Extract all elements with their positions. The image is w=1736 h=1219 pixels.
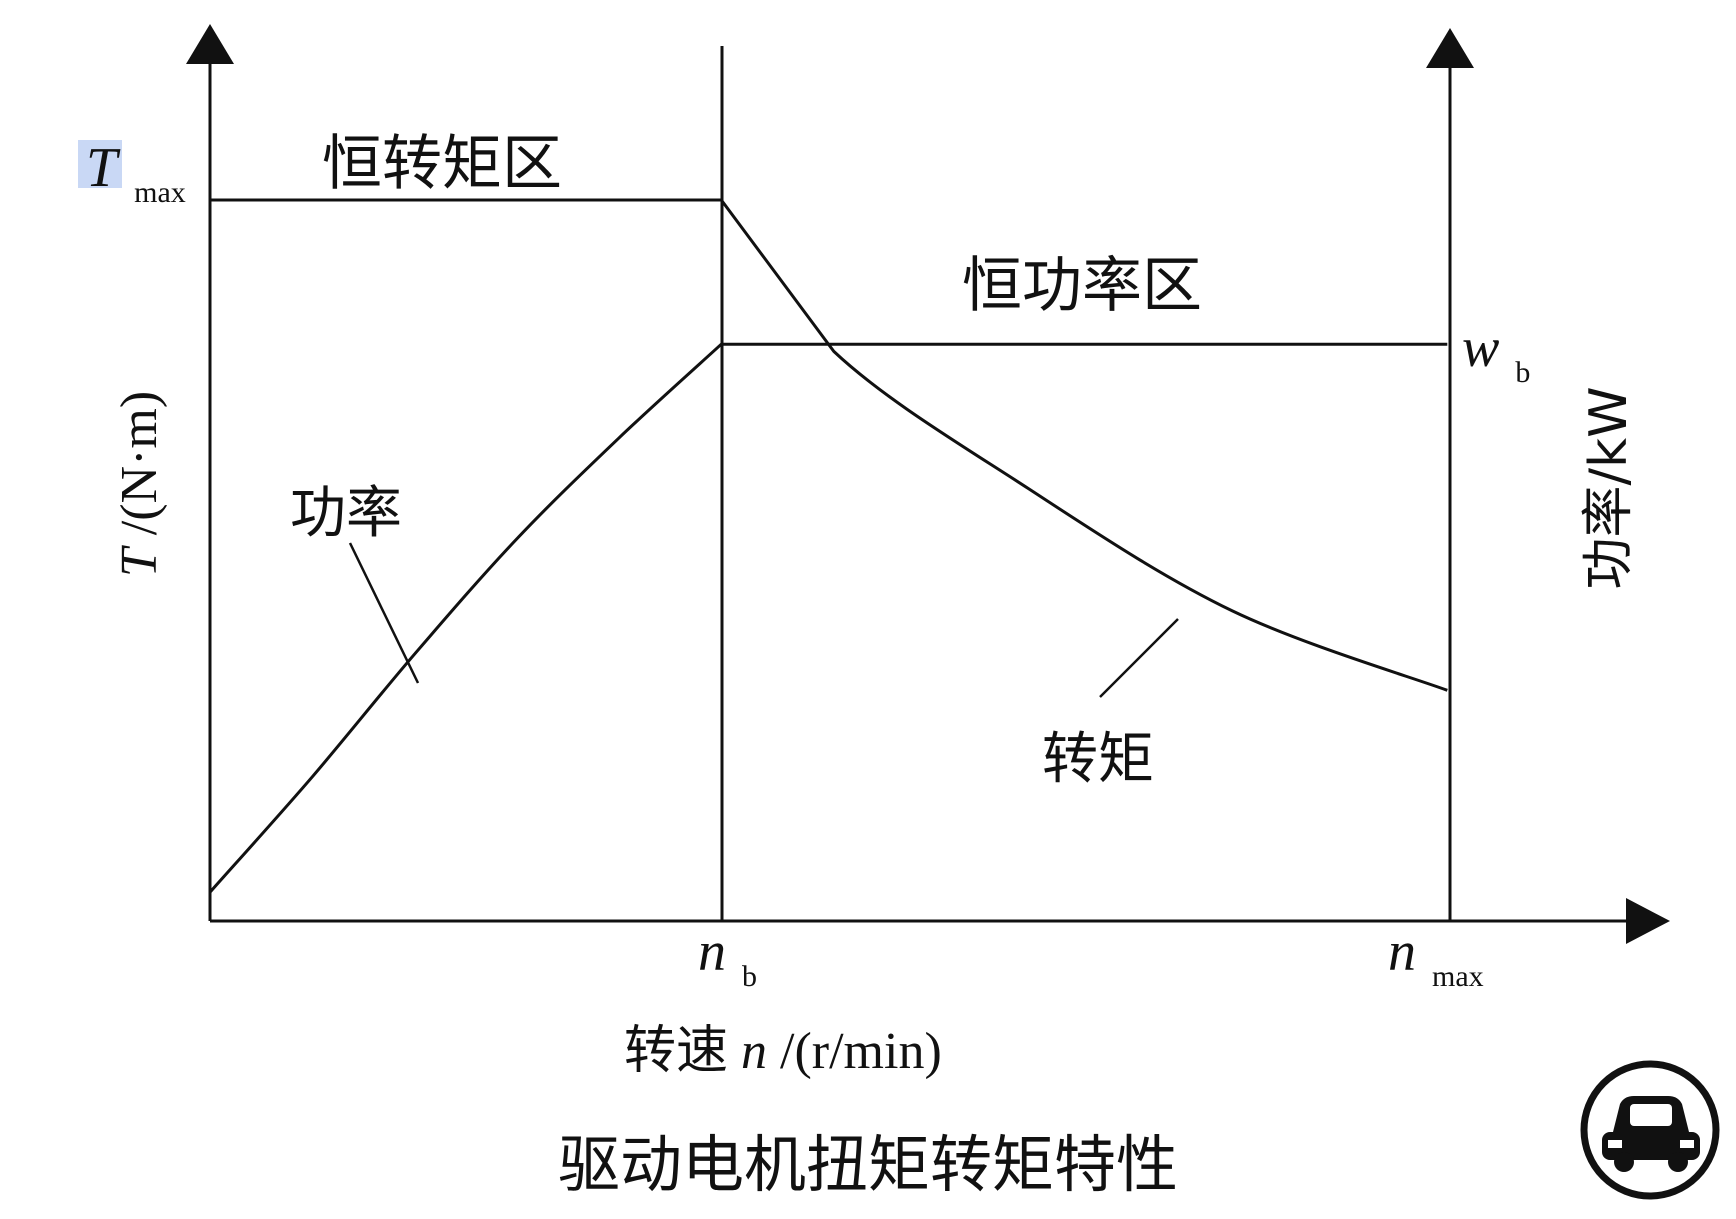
torque-leader-line: [1099, 618, 1179, 698]
power-curve: [208, 342, 1448, 894]
torque-curve-label: 转矩: [1042, 727, 1154, 792]
y-tick-wb: w b: [1462, 317, 1530, 389]
tmax-highlight: [78, 140, 122, 188]
car-icon: [1580, 1060, 1720, 1200]
x-axis-label: 转速 n /(r/min): [624, 1021, 942, 1081]
region-label-constant-torque: 恒转矩区: [322, 129, 562, 199]
region-label-constant-power: 恒功率区: [962, 251, 1202, 321]
y-axis-right-arrow: [1426, 28, 1474, 68]
y-axis-left-arrow: [186, 24, 234, 64]
power-curve-label: 功率: [290, 481, 402, 546]
y-tick-tmax: T max: [86, 137, 186, 209]
y-axis-left-label: T /(N·m): [111, 391, 168, 577]
x-tick-nmax: n max: [1388, 921, 1484, 993]
x-tick-nb: n b: [698, 921, 757, 993]
torque-curve: [210, 198, 1448, 692]
series-layer: [208, 198, 1448, 894]
power-leader-line: [348, 542, 420, 684]
y-axis-right-label: 功率/kW: [1579, 386, 1639, 589]
chart-caption: 驱动电机扭矩转矩特性: [558, 1128, 1178, 1201]
x-axis-arrow: [1626, 898, 1670, 944]
